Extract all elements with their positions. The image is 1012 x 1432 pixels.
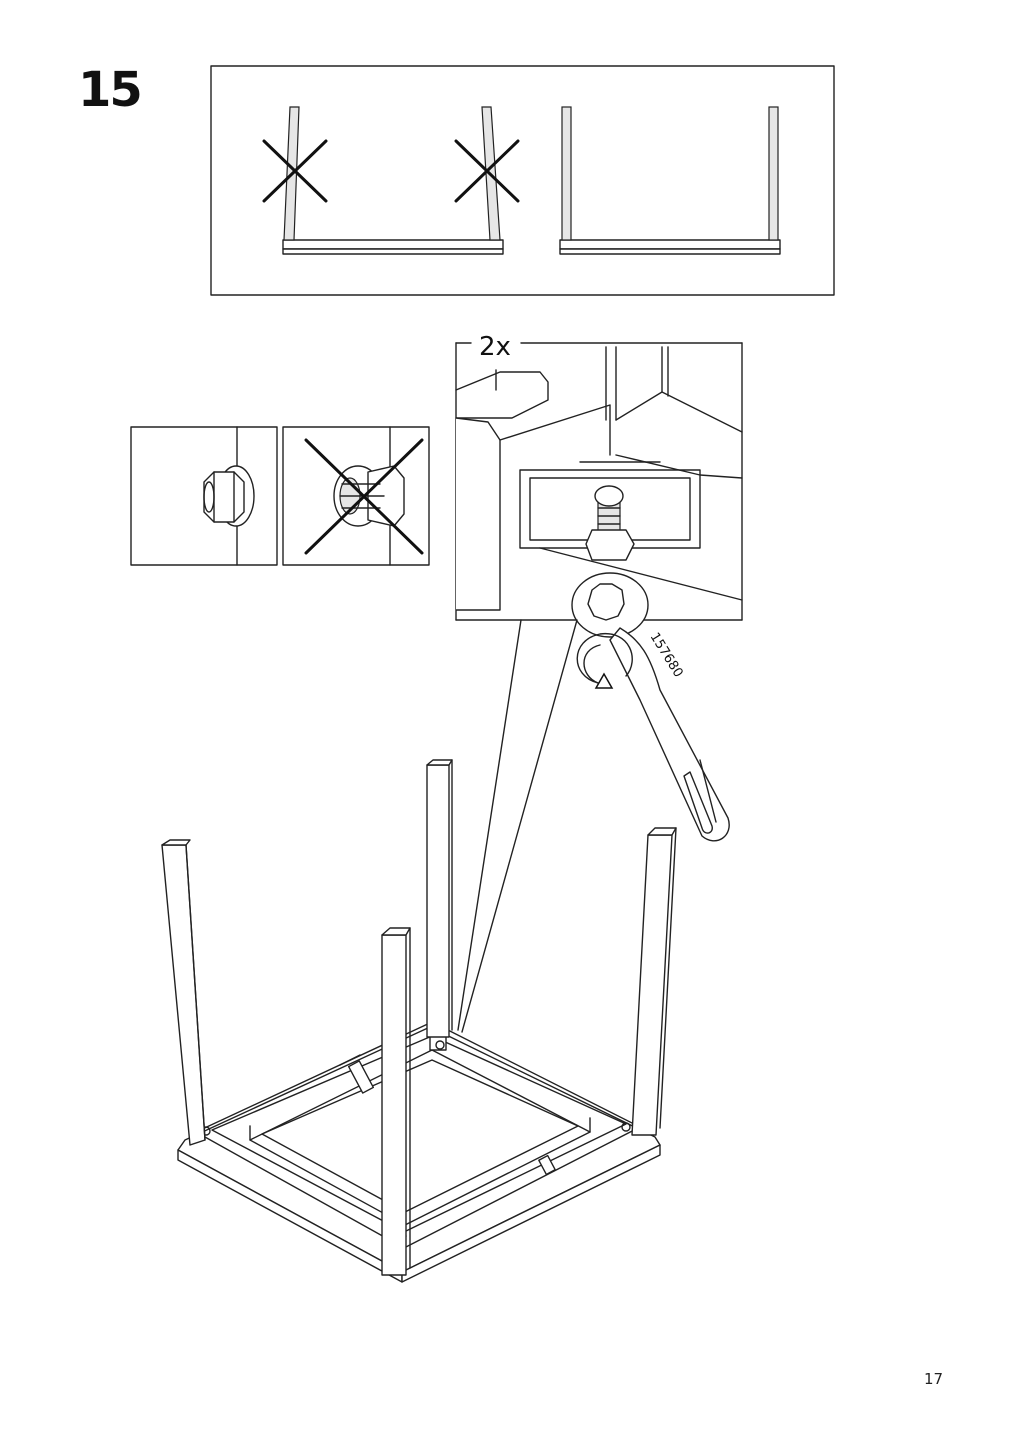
cross-mark-icon	[262, 139, 328, 203]
bolt-detail-panel: 2x	[455, 332, 743, 638]
table-frame	[161, 759, 677, 1283]
cross-mark-icon	[304, 438, 424, 555]
leg-alignment-panel	[210, 65, 835, 296]
table-leg	[426, 759, 453, 1038]
table-leg	[161, 839, 206, 1146]
page-number: 17	[924, 1370, 944, 1388]
table-leg	[631, 827, 677, 1136]
table-leg	[381, 927, 411, 1276]
rotate-clockwise-icon	[576, 633, 633, 689]
wrench-icon: 157680	[609, 627, 730, 842]
callout-lines	[457, 619, 578, 1033]
straight-legs-correct	[559, 106, 781, 255]
angled-legs-wrong	[262, 106, 520, 255]
cross-mark-icon	[454, 139, 520, 203]
nut-wrong-panel	[282, 426, 430, 566]
step-number: 15	[78, 62, 143, 118]
quantity-label: 2x	[479, 332, 511, 362]
nut-correct-panel	[130, 426, 278, 566]
